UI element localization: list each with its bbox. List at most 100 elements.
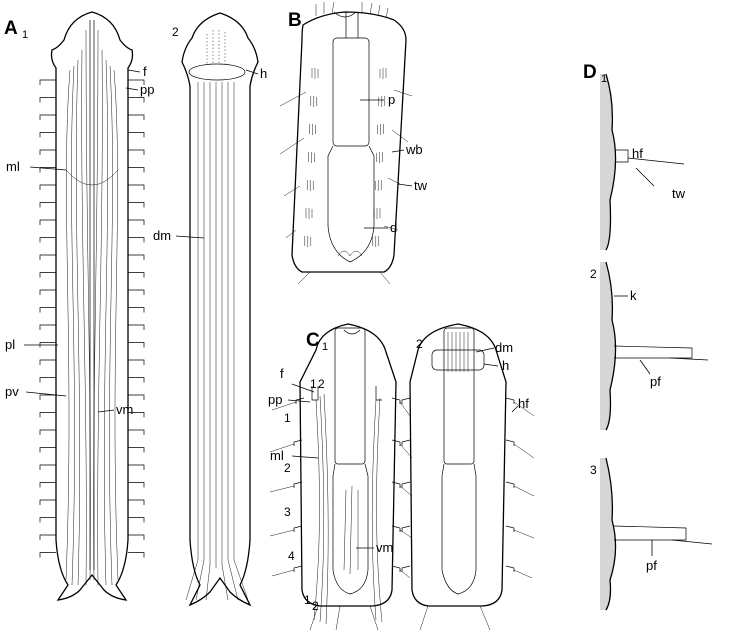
parapodium-left — [40, 273, 56, 278]
label-h-c2: h — [502, 358, 509, 373]
parapodium-left — [40, 395, 56, 400]
parapodium-left — [40, 518, 56, 523]
parapodium-right — [128, 343, 144, 348]
parapodium-right — [128, 448, 144, 453]
label-vm: vm — [116, 402, 133, 417]
parapodium-left — [40, 98, 56, 103]
fig-a-subscript: 1 — [22, 29, 28, 41]
parapodium-left — [40, 115, 56, 120]
label-dm-a2: dm — [153, 228, 171, 243]
parapodium-right — [128, 168, 144, 173]
fig-c-letter: C — [306, 330, 320, 351]
parapodium-right — [128, 483, 144, 488]
bristle-tuft-left — [310, 124, 316, 135]
label-pp: pp — [140, 82, 154, 97]
c1-marker-2-bottom: 2 — [312, 599, 319, 613]
figure-d3-detail: 3 pf — [590, 458, 712, 610]
fig-d-letter: D — [583, 62, 597, 83]
parapodium-left — [40, 465, 56, 470]
parapodium-left — [40, 150, 56, 155]
parapodium-left — [40, 308, 56, 313]
c1-segment-4: 4 — [288, 549, 295, 563]
parapodium-right — [128, 308, 144, 313]
parapodium-left — [40, 203, 56, 208]
figure-c2-body: 2 dm h hf — [402, 324, 534, 630]
a1-parapodia-right — [128, 80, 144, 558]
bristle-tuft-right — [379, 96, 385, 107]
parapodium-right — [128, 378, 144, 383]
label-ml: ml — [6, 159, 20, 174]
bristle-tuft-left — [306, 208, 312, 219]
parapodium-right — [128, 115, 144, 120]
parapodium-right — [128, 255, 144, 260]
c1-segment-2: 2 — [284, 461, 291, 475]
parapodium-right — [128, 290, 144, 295]
a1-muscle-fibres — [66, 20, 118, 585]
bristle-tuft-left — [307, 180, 313, 191]
figure-a1-worm: A 1 f pp ml pl pv vm — [4, 12, 154, 600]
bristle-tuft-left — [308, 152, 314, 163]
parapodium-right — [128, 98, 144, 103]
parapodium-right — [128, 553, 144, 558]
parapodium-left — [40, 430, 56, 435]
parapodium-right — [128, 360, 144, 365]
c1-segment-1: 1 — [284, 411, 291, 425]
parapodium-left — [40, 80, 56, 85]
parapodium-right — [128, 430, 144, 435]
parapodium-left — [40, 483, 56, 488]
c1-marker-2-top: 2 — [318, 377, 325, 391]
parapodium-left — [40, 220, 56, 225]
label-pp-c1: pp — [268, 392, 282, 407]
label-p: p — [388, 92, 395, 107]
c1-marker-1-bottom: 1 — [304, 593, 311, 607]
label-vm-c1: vm — [376, 540, 393, 555]
fig-b-letter: B — [288, 10, 302, 31]
fig-d2-number: 2 — [590, 267, 597, 281]
bristle-tuft-right — [380, 68, 386, 79]
parapodium-right — [128, 185, 144, 190]
bristle-tuft-left — [305, 236, 311, 247]
label-f: f — [143, 64, 147, 79]
label-wb: wb — [405, 142, 423, 157]
parapodium-left — [40, 500, 56, 505]
parapodium-right — [128, 133, 144, 138]
fig-d-subscript: 1 — [601, 73, 607, 85]
label-pv: pv — [5, 384, 19, 399]
label-tw-d1: tw — [672, 186, 686, 201]
parapodium-left — [40, 413, 56, 418]
fig-a2-number: 2 — [172, 25, 179, 39]
label-dm-c2: dm — [495, 340, 513, 355]
bristle-tuft-right — [375, 180, 381, 191]
parapodium-right — [128, 238, 144, 243]
c1-marker-1-top: 1 — [310, 377, 317, 391]
parapodium-right — [128, 273, 144, 278]
parapodium-right — [128, 325, 144, 330]
figure-d2-detail: 2 k pf — [590, 262, 708, 430]
parapodium-left — [40, 378, 56, 383]
label-pf-d3: pf — [646, 558, 657, 573]
fig-c-subscript: 1 — [322, 341, 328, 353]
parapodium-left — [40, 290, 56, 295]
label-pf-d2: pf — [650, 374, 661, 389]
label-h-a2: h — [260, 66, 267, 81]
label-ml-c1: ml — [270, 448, 284, 463]
fig-a-letter: A — [4, 18, 18, 39]
bristle-tuft-right — [378, 124, 384, 135]
parapodium-left — [40, 553, 56, 558]
parapodium-left — [40, 255, 56, 260]
parapodium-left — [40, 185, 56, 190]
parapodium-right — [128, 465, 144, 470]
bristle-tuft-left — [312, 68, 318, 79]
parapodium-left — [40, 535, 56, 540]
fig-c2-number: 2 — [416, 337, 423, 351]
parapodium-left — [40, 360, 56, 365]
label-f-c1: f — [280, 366, 284, 381]
bristle-tuft-right — [374, 208, 380, 219]
bristle-tuft-right — [373, 236, 379, 247]
parapodium-right — [128, 535, 144, 540]
figure-b-body: B p wb tw d — [280, 2, 428, 284]
label-hf-d1: hf — [632, 146, 643, 161]
a2-dorsal-muscle-fibres — [186, 30, 248, 600]
parapodium-left — [40, 238, 56, 243]
